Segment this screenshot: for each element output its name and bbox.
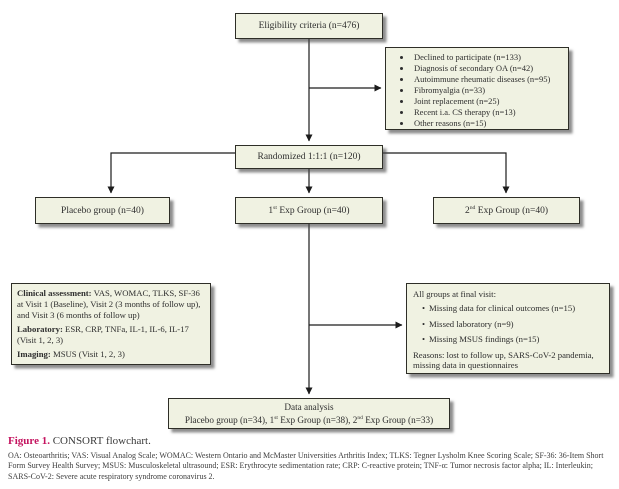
exp2-group-label: 2nd Exp Group (n=40) xyxy=(464,204,549,216)
data-analysis-title: Data analysis xyxy=(284,401,334,412)
clinical-assessment-label: Clinical assessment: xyxy=(17,288,92,298)
placebo-group-label: Placebo group (n=40) xyxy=(61,205,144,216)
connector-randomized-to-exp2 xyxy=(383,153,510,194)
exclusion-item: Joint replacement (n=25) xyxy=(412,96,566,107)
abbreviations-legend: OA: Osteoarthritis; VAS: Visual Analog S… xyxy=(8,451,604,481)
placebo-group-box: Placebo group (n=40) xyxy=(35,197,170,224)
final-visit-list: Missing data for clinical outcomes (n=15… xyxy=(413,303,603,345)
figure-title-line: Figure 1. CONSORT flowchart. xyxy=(8,435,612,448)
ordinal-superscript: nd xyxy=(469,204,476,211)
eligibility-label: Eligibility criteria (n=476) xyxy=(258,21,360,31)
exclusions-list: Declined to participate (n=133) Diagnosi… xyxy=(386,52,568,129)
ordinal-superscript: st xyxy=(274,414,278,421)
figure-caption: Figure 1. CONSORT flowchart. OA: Osteoar… xyxy=(8,435,612,482)
imaging-text: Imaging: MSUS (Visit 1, 2, 3) xyxy=(17,348,125,359)
connector-randomized-to-placebo xyxy=(107,153,235,194)
exp1-group-label: 1st Exp Group (n=40) xyxy=(268,204,350,216)
data-analysis-box: Data analysis Placebo group (n=34), 1st … xyxy=(168,398,450,429)
final-visit-box: All groups at final visit: Missing data … xyxy=(406,283,610,374)
exp1-group-box: 1st Exp Group (n=40) xyxy=(235,197,383,224)
laboratory-text: Laboratory: ESR, CRP, TNFa, IL-1, IL-6, … xyxy=(17,323,189,345)
eligibility-box: Eligibility criteria (n=476) xyxy=(235,13,383,39)
final-visit-item: Missing MSUS findings (n=15) xyxy=(422,334,603,345)
final-visit-item: Missed laboratory (n=9) xyxy=(422,319,603,330)
exclusion-item: Autoimmune rheumatic diseases (n=95) xyxy=(412,74,566,85)
final-visit-reasons: Reasons: lost to follow up, SARS-CoV-2 p… xyxy=(413,349,594,371)
exclusion-item: Fibromyalgia (n=33) xyxy=(412,85,566,96)
final-visit-title: All groups at final visit: xyxy=(413,289,497,299)
data-analysis-groups: Placebo group (n=34), 1st Exp Group (n=3… xyxy=(184,414,434,425)
figure-title: CONSORT flowchart. xyxy=(49,435,151,447)
final-visit-item: Missing data for clinical outcomes (n=15… xyxy=(422,303,603,314)
ordinal-superscript: st xyxy=(273,204,277,211)
ordinal-superscript: nd xyxy=(357,414,363,421)
clinical-assessment-text: Clinical assessment: VAS, WOMAC, TLKS, S… xyxy=(17,288,201,320)
imaging-label: Imaging: xyxy=(17,348,51,359)
exclusions-box: Declined to participate (n=133) Diagnosi… xyxy=(385,47,569,130)
exclusion-item: Diagnosis of secondary OA (n=42) xyxy=(412,63,566,74)
laboratory-label: Laboratory: xyxy=(17,323,63,334)
clinical-assessment-box: Clinical assessment: VAS, WOMAC, TLKS, S… xyxy=(11,283,211,365)
exclusion-item: Other reasons (n=15) xyxy=(412,118,566,129)
figure-label: Figure 1. xyxy=(8,435,50,447)
exclusion-item: Declined to participate (n=133) xyxy=(412,52,566,63)
randomized-box: Randomized 1:1:1 (n=120) xyxy=(235,145,383,169)
randomized-label: Randomized 1:1:1 (n=120) xyxy=(257,152,361,162)
exclusion-item: Recent i.a. CS therapy (n=13) xyxy=(412,107,566,118)
exp2-group-box: 2nd Exp Group (n=40) xyxy=(433,197,580,224)
